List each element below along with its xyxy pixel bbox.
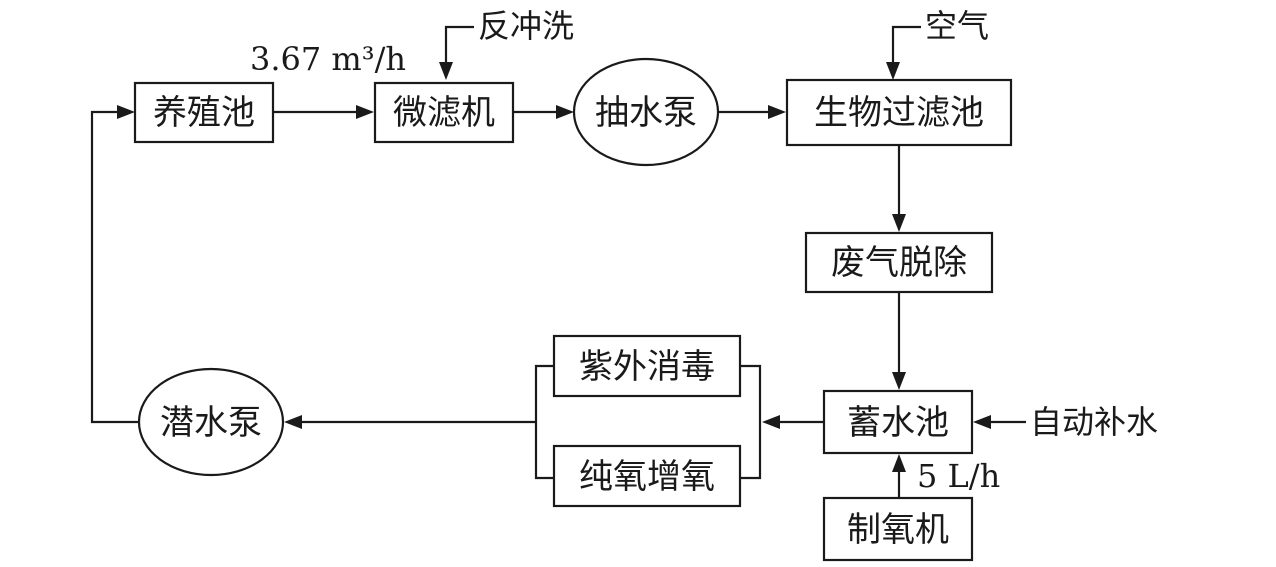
node-biofilter: 生物过滤池 xyxy=(785,78,1013,147)
arrowhead xyxy=(886,62,900,80)
arrowhead xyxy=(892,214,906,232)
node-submersible-pump-label: 潜水泵 xyxy=(160,403,262,443)
node-culture-tank: 养殖池 xyxy=(133,81,275,144)
node-microfilter-label: 微滤机 xyxy=(393,93,495,133)
backwash-label: 反冲洗 xyxy=(478,7,574,45)
arrowhead xyxy=(356,105,374,119)
node-uv-disinfection: 紫外消毒 xyxy=(552,334,742,398)
node-pump: 抽水泵 xyxy=(572,57,720,167)
node-degassing: 废气脱除 xyxy=(804,231,994,294)
edge-air-to-biofilter xyxy=(891,25,921,66)
node-oxygen-generator: 制氧机 xyxy=(822,496,974,562)
arrowhead xyxy=(892,372,906,390)
arrowhead xyxy=(762,415,780,429)
node-storage-tank-label: 蓄水池 xyxy=(847,403,949,443)
node-culture-tank-label: 养殖池 xyxy=(153,93,255,133)
node-microfilter: 微滤机 xyxy=(373,81,515,144)
node-degassing-label: 废气脱除 xyxy=(831,243,967,283)
node-pump-label: 抽水泵 xyxy=(595,93,697,133)
node-oxygen-generator-label: 制氧机 xyxy=(847,510,949,550)
flow-rate-label: 3.67 m³/h xyxy=(250,40,406,78)
node-submersible-pump: 潜水泵 xyxy=(137,367,285,477)
node-biofilter-label: 生物过滤池 xyxy=(814,93,984,133)
oxygen-flow-label: 5 L/h xyxy=(917,457,1000,495)
arrowhead xyxy=(439,62,453,80)
air-label: 空气 xyxy=(925,7,989,45)
arrowhead xyxy=(117,105,135,119)
node-uv-disinfection-label: 紫外消毒 xyxy=(579,347,715,387)
arrowhead xyxy=(556,105,574,119)
parallel-bracket-left xyxy=(534,364,554,480)
arrowhead xyxy=(973,415,991,429)
node-storage-tank: 蓄水池 xyxy=(822,389,974,455)
parallel-bracket-right xyxy=(740,364,762,480)
edge-backwash-to-microfilter xyxy=(444,25,474,66)
arrowhead xyxy=(768,105,786,119)
auto-makeup-water-label: 自动补水 xyxy=(1030,403,1158,441)
node-pure-oxygen-label: 纯氧增氧 xyxy=(579,457,715,497)
edge-submersible-pump-to-culture xyxy=(90,110,139,424)
node-pure-oxygen: 纯氧增氧 xyxy=(552,444,742,508)
arrowhead xyxy=(892,454,906,472)
arrowhead xyxy=(284,415,302,429)
